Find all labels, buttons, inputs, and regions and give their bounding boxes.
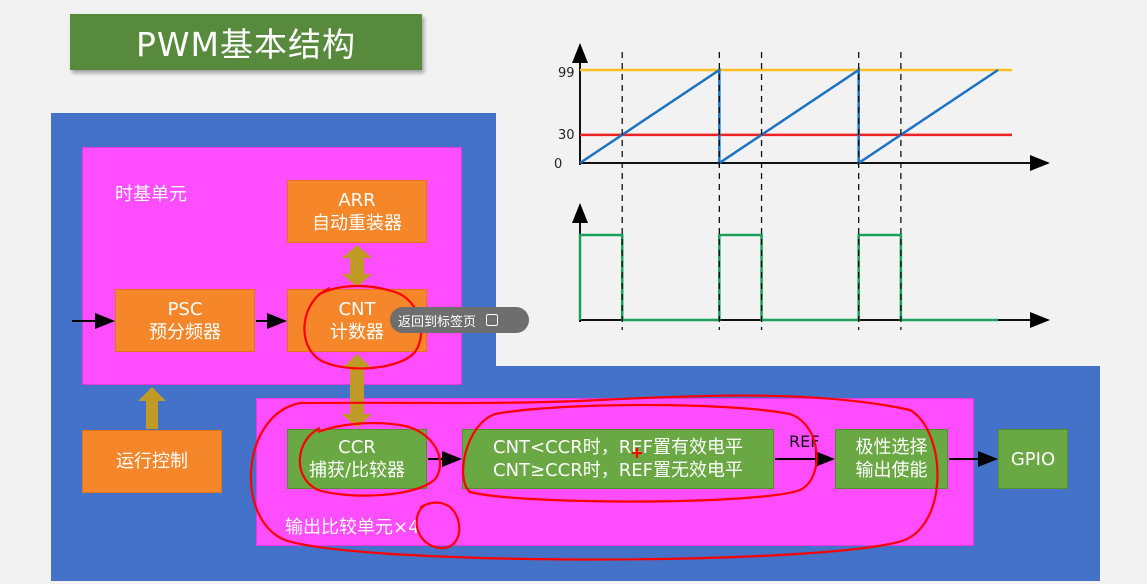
red-annotations (249, 284, 939, 561)
polarity-line1: 极性选择 (855, 437, 928, 458)
counter-sawtooth-line (579, 67, 999, 166)
run-control-box: 运行控制 (82, 430, 222, 493)
tooltip-text: 返回到标签页 (398, 314, 477, 330)
external-link-icon (486, 314, 499, 326)
arr-box: ARR 自动重装器 (287, 180, 427, 243)
gpio-label: GPIO (1010, 448, 1056, 470)
pwm-timing-chart: 99 30 0 (554, 43, 1050, 330)
arr-line2: 自动重装器 (312, 212, 402, 234)
output-compare-circle-annotation (249, 394, 939, 561)
polarity-line2: 输出使能 (855, 460, 928, 481)
page-title: PWM基本结构 (70, 14, 422, 70)
arr-line1: ARR (338, 189, 376, 211)
x4-circle-annotation (415, 501, 461, 550)
ccr-line2: 捕获/比较器 (308, 460, 406, 481)
cnt-box: CNT 计数器 (287, 289, 427, 352)
cursor-cross (632, 448, 642, 458)
compare-rule-1: CNT<CCR时，REF置有效电平 (493, 437, 743, 458)
compare-rule-box: CNT<CCR时，REF置有效电平 CNT≥CCR时，REF置无效电平 (462, 429, 774, 489)
cnt-line2: 计数器 (330, 321, 384, 343)
arr-cnt-double-arrow (342, 245, 372, 287)
run-control-up-arrow (138, 387, 166, 429)
cnt-circle-annotation (303, 284, 423, 370)
cnt-line1: CNT (338, 298, 376, 320)
guide-lines (621, 52, 902, 330)
counter-plot (579, 67, 1012, 166)
y-tick-0: 0 (554, 157, 562, 172)
rule-circle-annotation (462, 403, 818, 503)
output-compare-label: 输出比较单元×4 (285, 517, 420, 538)
psc-line1: PSC (167, 298, 203, 320)
cnt-ccr-double-arrow (342, 354, 372, 428)
psc-box: PSC 预分频器 (115, 289, 255, 352)
back-to-tab-tooltip[interactable]: 返回到标签页 (390, 307, 529, 333)
y-tick-99: 99 (558, 66, 575, 81)
polarity-box: 极性选择 输出使能 (835, 429, 948, 489)
psc-line2: 预分频器 (149, 321, 221, 343)
compare-rule-2: CNT≥CCR时，REF置无效电平 (493, 460, 743, 481)
time-base-label: 时基单元 (115, 184, 187, 205)
pwm-output-line (578, 233, 998, 322)
ccr-line1: CCR (338, 437, 376, 458)
ccr-circle-annotation (298, 421, 442, 497)
gpio-box: GPIO (998, 429, 1068, 489)
y-tick-30: 30 (558, 128, 575, 143)
run-control-label: 运行控制 (116, 451, 188, 472)
pwm-output-plot (578, 233, 998, 322)
ccr-box: CCR 捕获/比较器 (287, 429, 427, 489)
